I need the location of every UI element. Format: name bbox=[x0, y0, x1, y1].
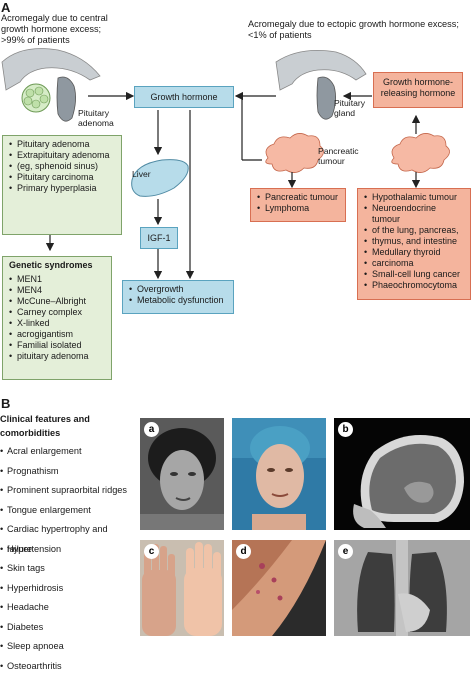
list-item: MEN1 bbox=[9, 274, 107, 285]
list-item-continuation: pituitary adenoma bbox=[17, 351, 89, 361]
ghrh-box: Growth hormone- releasing hormone bbox=[373, 72, 463, 108]
photo-tag-d: d bbox=[236, 544, 251, 559]
list-item: Metabolic dysfunction bbox=[129, 295, 229, 306]
list-item: Prominent supraorbital ridges bbox=[0, 481, 135, 501]
list-item: Tongue enlargement bbox=[0, 501, 135, 521]
list-item: Sleep apnoea bbox=[0, 637, 135, 657]
list-item-continuation: (eg, sphenoid sinus) bbox=[17, 161, 98, 171]
list-item: Medullary thyroid bbox=[364, 247, 466, 258]
photo-e-chest-xray: e bbox=[334, 540, 470, 636]
list-item: Lymphoma bbox=[257, 203, 341, 214]
list-item: MEN4 bbox=[9, 285, 107, 296]
list-item: Neuroendocrine tumour bbox=[364, 203, 466, 225]
list-item: Carney complex bbox=[9, 307, 107, 318]
list-item: Pituitary carcinoma bbox=[9, 172, 117, 183]
liver-label: Liver bbox=[132, 169, 151, 179]
list-item: carcinoma bbox=[364, 258, 466, 269]
features-list: Acral enlargement Prognathism Prominent … bbox=[0, 442, 135, 676]
list-item: of the lung, pancreas, bbox=[364, 225, 466, 236]
list-item-continuation: thymus, and intestine bbox=[372, 236, 457, 246]
list-item: (eg, sphenoid sinus) bbox=[9, 161, 117, 172]
list-item: McCune–Albright bbox=[9, 296, 107, 307]
ghrh-line2: releasing hormone bbox=[374, 88, 462, 99]
ectopic-ghrh-box: Hypothalamic tumour Neuroendocrine tumou… bbox=[357, 188, 471, 300]
list-item: Diabetes bbox=[0, 618, 135, 638]
causes-list: Pituitary adenoma Extrapituitary adenoma… bbox=[3, 136, 121, 197]
ectopic-ghrh-list: Hypothalamic tumour Neuroendocrine tumou… bbox=[358, 189, 470, 294]
list-item: Hypothalamic tumour bbox=[364, 192, 466, 203]
pituitary-adenoma-label: Pituitary adenoma bbox=[78, 108, 114, 128]
growth-hormone-box: Growth hormone bbox=[134, 86, 234, 108]
list-item: Pancreatic tumour bbox=[257, 192, 341, 203]
list-item: Acral enlargement bbox=[0, 442, 135, 462]
photo-tag-a: a bbox=[144, 422, 159, 437]
photo-c-hands: c bbox=[140, 540, 224, 636]
list-item: Skin tags bbox=[0, 559, 135, 579]
list-item: Overgrowth bbox=[129, 284, 229, 295]
photo-a-face-older bbox=[232, 418, 326, 530]
photo-tag-c: c bbox=[144, 544, 159, 559]
photo-b-ct-scan: b bbox=[334, 418, 470, 530]
list-item: X-linked bbox=[9, 318, 107, 329]
list-item-continuation: carcinoma bbox=[372, 258, 414, 268]
list-item-continuation: acrogigantism bbox=[17, 329, 73, 339]
igf1-box: IGF-1 bbox=[140, 227, 178, 249]
pituitary-gland-label-line2: gland bbox=[334, 108, 365, 118]
list-item: Osteoarthritis bbox=[0, 657, 135, 676]
pituitary-gland-label: Pituitary gland bbox=[334, 98, 365, 118]
list-item: Prognathism bbox=[0, 462, 135, 482]
ectopic-gh-list: Pancreatic tumour Lymphoma bbox=[251, 189, 345, 217]
list-item: Hyperhidrosis bbox=[0, 579, 135, 599]
outcomes-list: Overgrowth Metabolic dysfunction bbox=[123, 281, 233, 309]
pancreatic-tumour-icon bbox=[266, 133, 324, 172]
pituitary-adenoma-label-line1: Pituitary bbox=[78, 108, 114, 118]
list-item: Extrapituitary adenoma bbox=[9, 150, 117, 161]
list-item: Headache bbox=[0, 598, 135, 618]
list-item: Cardiac hypertrophy and failure bbox=[0, 520, 135, 540]
photo-a-face-young: a bbox=[140, 418, 224, 530]
list-item: Primary hyperplasia bbox=[9, 183, 117, 194]
outcomes-box: Overgrowth Metabolic dysfunction bbox=[122, 280, 234, 314]
clinical-features-title-line2: comorbidities bbox=[0, 426, 135, 440]
list-item: acrogigantism bbox=[9, 329, 107, 340]
pancreatic-tumour-label: Pancreatic tumour bbox=[318, 146, 359, 166]
list-item: Familial isolated bbox=[9, 340, 107, 351]
clinical-features-title: Clinical features and comorbidities bbox=[0, 412, 135, 440]
ectopic-gh-box: Pancreatic tumour Lymphoma bbox=[250, 188, 346, 222]
pituitary-adenoma-label-line2: adenoma bbox=[78, 118, 114, 128]
genetic-syndromes-title: Genetic syndromes bbox=[3, 257, 111, 271]
photo-tag-b: b bbox=[338, 422, 353, 437]
list-item: pituitary adenoma bbox=[9, 351, 107, 362]
list-item: Small-cell lung cancer bbox=[364, 269, 466, 280]
list-item-continuation: of the lung, pancreas, bbox=[372, 225, 459, 235]
pituitary-adenoma-icon bbox=[22, 84, 50, 112]
pancreatic-tumour-label-line1: Pancreatic bbox=[318, 146, 359, 156]
list-item: Hypertension bbox=[0, 540, 135, 560]
photo-d-skin-tags: d bbox=[232, 540, 326, 636]
photo-tag-e: e bbox=[338, 544, 353, 559]
clinical-features-list: Clinical features and comorbidities Acra… bbox=[0, 412, 135, 676]
hypothalamic-tumour-icon bbox=[392, 133, 450, 172]
causes-box: Pituitary adenoma Extrapituitary adenoma… bbox=[2, 135, 122, 235]
pituitary-gland-label-line1: Pituitary bbox=[334, 98, 365, 108]
panel-b-letter: B bbox=[1, 396, 10, 411]
list-item: Phaeochromocytoma bbox=[364, 280, 466, 291]
genetic-syndromes-box: Genetic syndromes MEN1 MEN4 McCune–Albri… bbox=[2, 256, 112, 380]
pancreatic-tumour-label-line2: tumour bbox=[318, 156, 359, 166]
ghrh-line1: Growth hormone- bbox=[374, 77, 462, 88]
genetic-list: MEN1 MEN4 McCune–Albright Carney complex… bbox=[3, 271, 111, 365]
list-item: thymus, and intestine bbox=[364, 236, 466, 247]
list-item: Pituitary adenoma bbox=[9, 139, 117, 150]
clinical-features-title-line1: Clinical features and bbox=[0, 412, 135, 426]
